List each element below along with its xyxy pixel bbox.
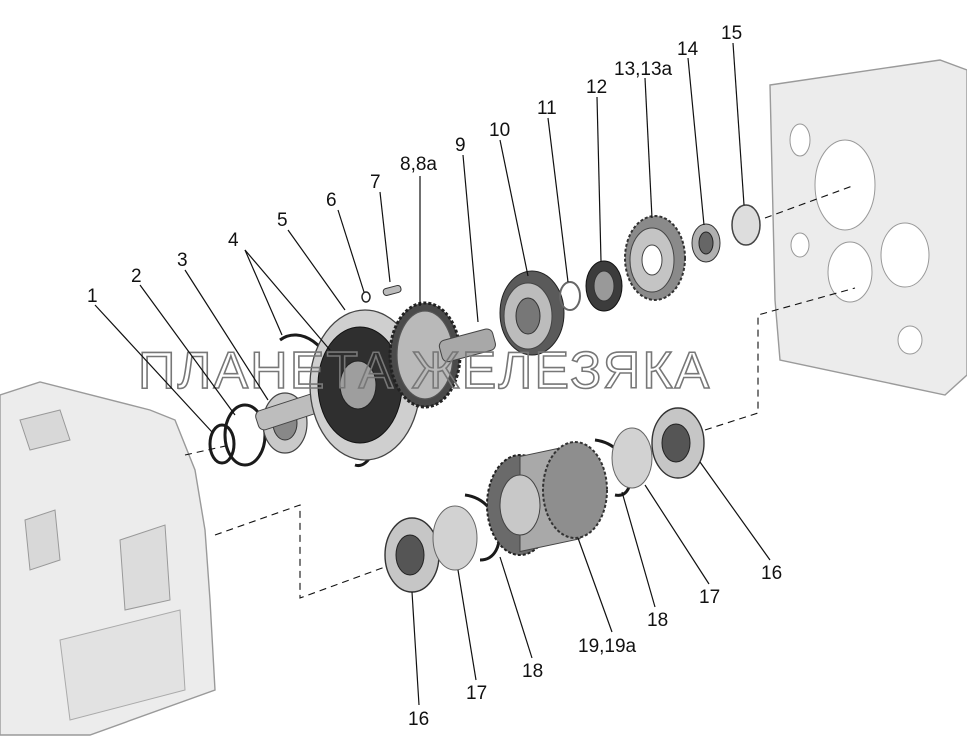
part-16-bearing-lower <box>384 517 440 593</box>
part-15-washer <box>731 204 761 246</box>
part-1-snap-ring <box>208 423 236 465</box>
leader-lines <box>94 42 771 706</box>
part-5-cover-flange <box>255 309 421 461</box>
label-part-12: 12 <box>586 77 607 98</box>
watermark-text: ПЛАНЕТА ЖЕЛЕЗЯКА <box>138 342 711 400</box>
part-19-gear-cluster <box>486 441 608 556</box>
label-part-10: 10 <box>489 120 510 141</box>
part-17-washer-lower <box>432 505 478 571</box>
label-part-19: 19,19а <box>578 636 637 657</box>
left-housing <box>0 381 216 736</box>
part-8-gear <box>388 301 496 409</box>
label-part-15: 15 <box>721 23 742 44</box>
axis-lines <box>184 184 856 599</box>
label-part-9: 9 <box>455 135 466 156</box>
part-12-needle-bearing <box>585 260 623 312</box>
part-10-sleeve <box>499 270 565 356</box>
label-part-2: 2 <box>131 266 142 287</box>
label-part-16-right: 16 <box>761 563 782 584</box>
label-part-1: 1 <box>87 286 98 307</box>
label-part-8: 8,8а <box>400 154 437 175</box>
part-16-bearing-upper <box>651 407 705 479</box>
label-part-7: 7 <box>370 172 381 193</box>
label-part-18-bottom: 18 <box>522 661 543 682</box>
part-11-ring <box>559 281 581 311</box>
label-part-14: 14 <box>677 39 699 60</box>
label-part-4: 4 <box>228 230 239 251</box>
part-17-washer-upper <box>611 427 653 489</box>
label-part-11: 11 <box>537 98 557 119</box>
label-part-17-bottom: 17 <box>466 683 487 704</box>
right-housing-plate <box>769 59 967 396</box>
part-labels: 1 2 3 4 5 6 7 8,8а 9 10 11 12 13,13а 14 … <box>87 23 782 730</box>
part-13-gear <box>624 215 686 301</box>
label-part-6: 6 <box>326 190 337 211</box>
part-7-pin <box>382 284 402 297</box>
label-part-3: 3 <box>177 250 188 271</box>
label-part-18-right: 18 <box>647 610 668 631</box>
part-14-needle-bearing <box>691 223 721 263</box>
label-part-16-bottom: 16 <box>408 709 429 730</box>
part-6-o-ring <box>361 291 371 303</box>
label-part-17-right: 17 <box>699 587 720 608</box>
label-part-5: 5 <box>277 210 288 231</box>
label-part-13: 13,13а <box>614 59 673 80</box>
